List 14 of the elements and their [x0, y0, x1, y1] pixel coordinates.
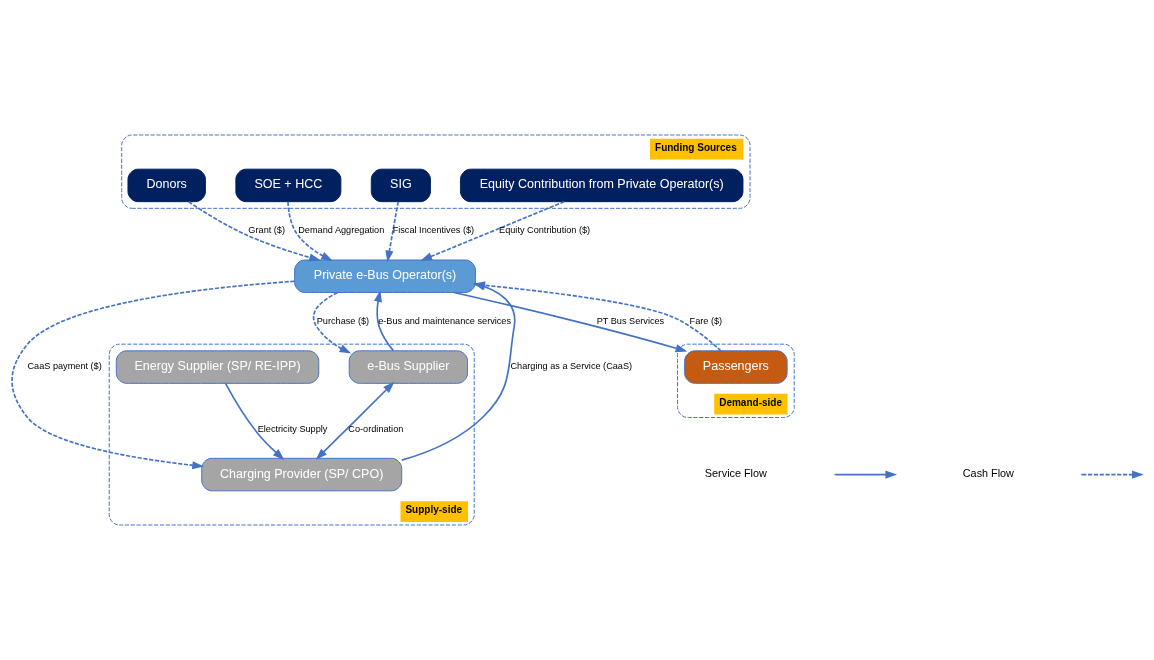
edge-label: Charging as a Service (CaaS) [510, 361, 633, 372]
edge-label: Co-ordination [348, 423, 404, 434]
edge-label: Fare ($) [689, 316, 723, 326]
edge-label: PT Bus Services [596, 316, 665, 326]
edge-label: CaaS payment ($) [27, 361, 102, 372]
edge-label: Electricity Supply [257, 423, 328, 434]
edge-label: Grant ($) [248, 225, 286, 236]
edge-label: Fiscal Incentives ($) [392, 225, 475, 236]
legend-label: Cash Flow [962, 467, 1014, 480]
legend-label: Service Flow [704, 467, 767, 480]
edge-label: Equity Contribution ($) [499, 225, 591, 236]
edge-label: Demand Aggregation [298, 225, 385, 236]
edge-label: Purchase ($) [316, 316, 370, 326]
edge-label: e-Bus and maintenance services [378, 316, 512, 326]
